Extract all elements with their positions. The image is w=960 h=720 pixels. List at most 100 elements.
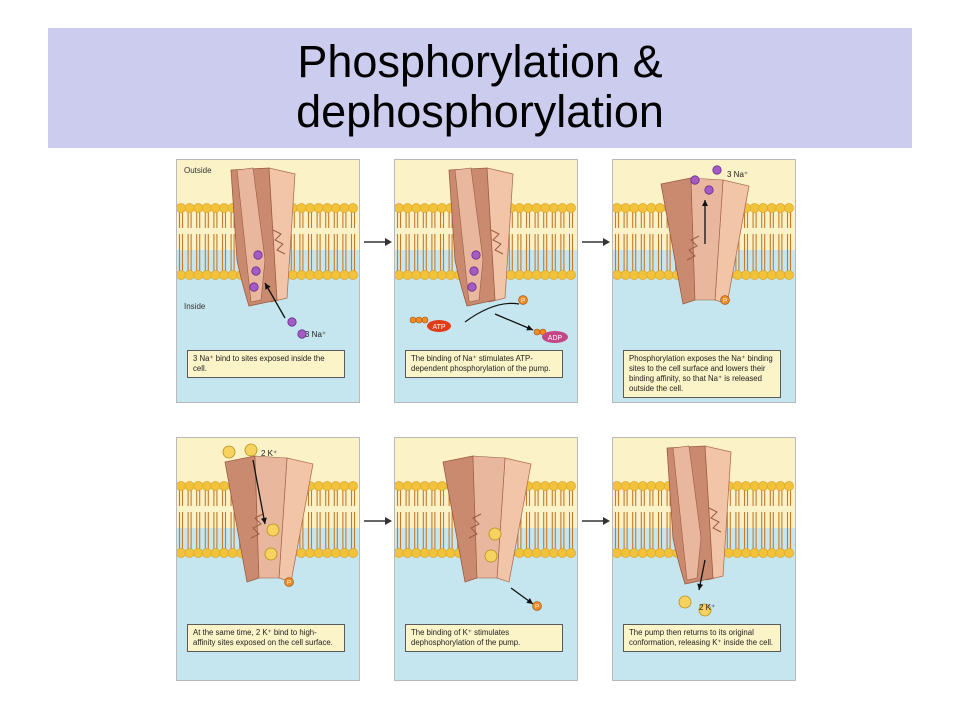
lipid-head — [411, 203, 422, 213]
lipid-tail — [778, 234, 783, 272]
lipid-head — [437, 481, 447, 491]
lipid-head — [540, 203, 551, 213]
lipid-head — [287, 270, 298, 280]
lipid-head — [227, 548, 238, 558]
lipid-head — [723, 548, 734, 558]
lipid-head — [663, 548, 674, 558]
lipid-head — [629, 270, 640, 280]
potassium-ion — [484, 549, 498, 563]
lipid-head — [305, 548, 315, 558]
lipid-head — [548, 203, 559, 213]
lipid-tail — [649, 210, 654, 228]
lipid-head — [523, 203, 533, 213]
adp-molecule — [542, 331, 568, 343]
phosphate-group — [533, 328, 541, 336]
lipid-tail — [204, 210, 209, 228]
lipid-tail — [405, 234, 410, 272]
lipid-tail — [221, 234, 227, 272]
lipid-tail — [752, 512, 757, 550]
lipid-head — [646, 270, 657, 280]
title-banner: Phosphorylation & dephosphorylation — [48, 28, 912, 148]
lipid-head — [732, 270, 743, 280]
lipid-head — [629, 548, 640, 558]
lipid-tail — [551, 512, 556, 550]
lipid-tail — [316, 488, 321, 506]
lipid-head — [613, 481, 622, 491]
lipid-head — [766, 548, 777, 558]
lipid-head — [775, 270, 786, 280]
lipid-head — [330, 270, 341, 280]
potassium-ion — [264, 547, 278, 561]
lipid-head — [548, 270, 559, 280]
potassium-ion — [222, 445, 236, 459]
lipid-tail — [396, 512, 402, 550]
lipid-tail — [307, 234, 313, 272]
lipid-tail — [632, 512, 637, 550]
lipid-tail — [350, 234, 356, 272]
lipid-head — [201, 481, 212, 491]
lipid-tail — [657, 512, 663, 550]
lipid-tail — [431, 488, 436, 506]
lipid-tail — [761, 234, 766, 272]
lipid-tail — [743, 512, 749, 550]
lipid-tail — [543, 234, 548, 272]
step-panel-4: P 2 K⁺ At the same time, 2 K⁺ bind to hi… — [176, 437, 360, 681]
lipid-head — [629, 481, 640, 491]
sodium-ion — [469, 266, 479, 276]
lipid-head — [523, 548, 533, 558]
lipid-head — [514, 270, 525, 280]
lipid-head — [531, 548, 542, 558]
lipid-head — [741, 481, 751, 491]
lipid-head — [313, 481, 324, 491]
lipid-tail — [614, 234, 620, 272]
binding-site — [686, 235, 700, 261]
phosphate-group — [421, 316, 429, 324]
lipid-head — [557, 481, 568, 491]
lipid-head — [201, 270, 212, 280]
lipid-head — [784, 481, 794, 491]
lipid-tail — [640, 210, 645, 228]
phosphate-group — [284, 577, 294, 587]
lipid-head — [428, 203, 439, 213]
movement-arrow — [252, 459, 266, 525]
lipid-head — [395, 481, 404, 491]
sodium-ion-label: 3 Na⁺ — [305, 330, 327, 339]
lipid-tail — [726, 512, 731, 550]
lipid-head — [663, 270, 674, 280]
lipid-tail — [422, 488, 427, 506]
lipid-tail — [786, 512, 792, 550]
lipid-head — [201, 548, 212, 558]
lipid-head — [548, 481, 559, 491]
lipid-tail — [204, 234, 209, 272]
lipid-tail — [568, 234, 574, 272]
lipid-tail — [778, 210, 783, 228]
lipid-head — [339, 203, 350, 213]
lipid-head — [445, 270, 456, 280]
lipid-tail — [396, 234, 402, 272]
title-line-1: Phosphorylation & — [297, 36, 663, 87]
arrow-right-icon — [364, 238, 392, 246]
lipid-tail — [221, 512, 227, 550]
lipid-tail — [666, 234, 671, 272]
lipid-head — [402, 481, 413, 491]
lipid-tail — [534, 488, 539, 506]
lipid-tail — [623, 488, 628, 506]
lipid-head — [313, 270, 324, 280]
lipid-tail — [649, 512, 654, 550]
lipid-head — [419, 203, 430, 213]
lipid-tail — [769, 488, 774, 506]
lipid-tail — [614, 512, 620, 550]
lipid-tail — [342, 488, 347, 506]
lipid-head — [758, 270, 769, 280]
lipid-tail — [568, 512, 574, 550]
lipid-tail — [508, 234, 513, 272]
step-panel-1: Outside Inside 3 Na⁺ 3 Na⁺ bind to sites… — [176, 159, 360, 403]
lipid-head — [177, 548, 186, 558]
lipid-head — [566, 548, 576, 558]
lipid-head — [749, 203, 760, 213]
lipid-tail — [333, 234, 338, 272]
phosphate-label: P — [521, 298, 525, 304]
lipid-tail — [213, 512, 218, 550]
lipid-head — [766, 270, 777, 280]
lipid-head — [758, 203, 769, 213]
